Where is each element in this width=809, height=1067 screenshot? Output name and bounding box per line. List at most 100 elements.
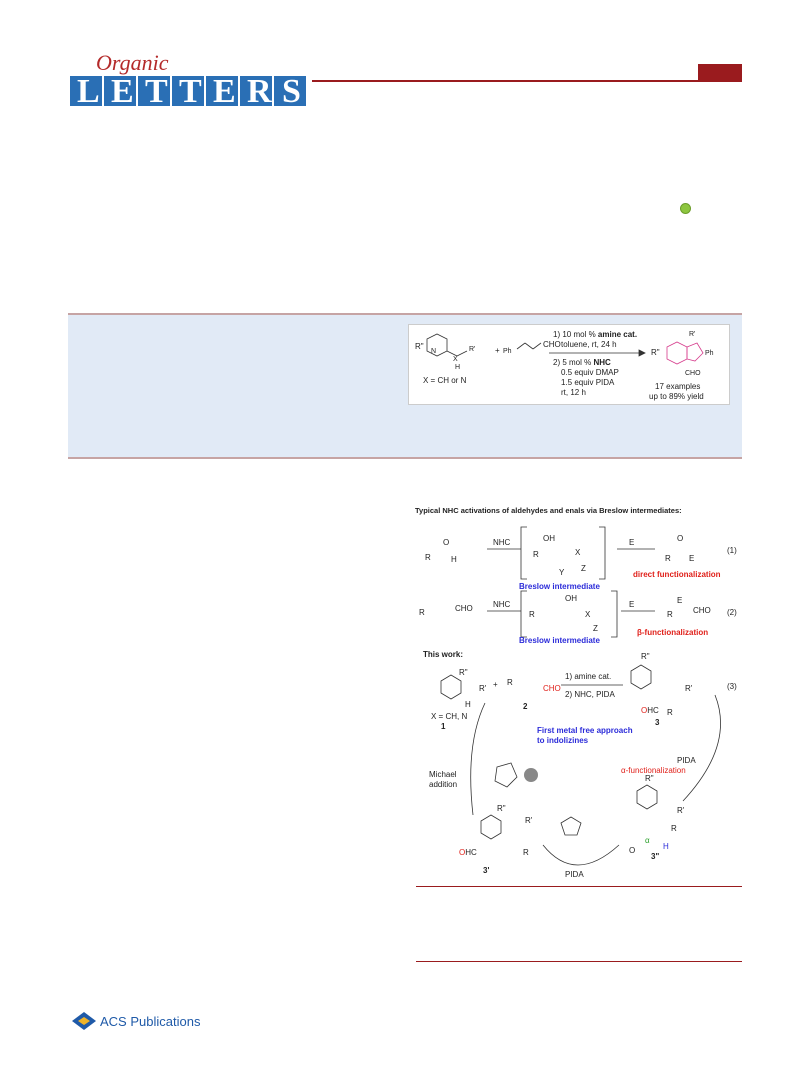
svg-text:R: R xyxy=(247,73,272,108)
svg-text:R": R" xyxy=(641,652,650,661)
svg-text:R': R' xyxy=(469,346,475,353)
svg-text:Breslow intermediate: Breslow intermediate xyxy=(519,636,600,645)
svg-text:toluene, rt, 24 h: toluene, rt, 24 h xyxy=(561,340,617,349)
svg-text:PIDA: PIDA xyxy=(565,870,584,879)
svg-text:Ph: Ph xyxy=(503,348,512,355)
svg-text:R': R' xyxy=(525,816,533,825)
svg-text:O: O xyxy=(629,846,635,855)
svg-text:1: 1 xyxy=(441,722,446,731)
svg-text:X = CH, N: X = CH, N xyxy=(431,712,467,721)
svg-text:R: R xyxy=(425,553,431,562)
svg-text:T: T xyxy=(179,73,202,108)
svg-text:(1): (1) xyxy=(727,546,737,555)
svg-text:R": R" xyxy=(651,348,660,357)
svg-text:Ph: Ph xyxy=(705,350,714,357)
svg-text:R: R xyxy=(523,848,529,857)
svg-text:Z: Z xyxy=(593,624,598,633)
svg-text:17 examples: 17 examples xyxy=(655,382,700,391)
svg-text:R: R xyxy=(533,550,539,559)
scheme-title: Typical NHC activations of aldehydes and… xyxy=(415,506,682,515)
svg-text:(3): (3) xyxy=(727,682,737,691)
svg-text:+: + xyxy=(495,346,500,355)
acs-publications-logo: ACS Publications xyxy=(72,1012,200,1030)
svg-text:R": R" xyxy=(415,342,424,351)
svg-text:1) 10 mol % amine cat.: 1) 10 mol % amine cat. xyxy=(553,330,637,339)
svg-text:H: H xyxy=(451,555,457,564)
svg-text:E: E xyxy=(111,73,134,108)
scheme-rule-bottom xyxy=(416,961,742,962)
svg-text:R: R xyxy=(529,610,535,619)
svg-text:NHC: NHC xyxy=(493,600,511,609)
svg-text:CHO: CHO xyxy=(455,604,473,613)
svg-text:R": R" xyxy=(497,804,506,813)
svg-text:up to 89% yield: up to 89% yield xyxy=(649,392,704,401)
svg-text:H: H xyxy=(663,842,669,851)
svg-text:CHO: CHO xyxy=(543,684,561,693)
svg-text:Breslow intermediate: Breslow intermediate xyxy=(519,582,600,591)
svg-text:O: O xyxy=(677,534,683,543)
svg-text:R': R' xyxy=(479,684,487,693)
svg-text:direct functionalization: direct functionalization xyxy=(633,570,721,579)
logo-organic: Organic xyxy=(96,52,169,75)
svg-text:R': R' xyxy=(685,684,693,693)
svg-text:R': R' xyxy=(677,806,685,815)
svg-text:1) amine cat.: 1) amine cat. xyxy=(565,672,611,681)
svg-text:L: L xyxy=(77,73,100,108)
svg-text:NHC: NHC xyxy=(493,538,511,547)
svg-text:3: 3 xyxy=(655,718,660,727)
svg-text:α-functionalization: α-functionalization xyxy=(621,766,686,775)
svg-text:OH: OH xyxy=(543,534,555,543)
svg-text:Michael: Michael xyxy=(429,770,457,779)
svg-text:OHC: OHC xyxy=(641,706,659,715)
svg-text:R: R xyxy=(671,824,677,833)
svg-text:S: S xyxy=(282,73,301,108)
svg-text:to indolizines: to indolizines xyxy=(537,736,589,745)
svg-text:ACS Publications: ACS Publications xyxy=(100,1014,200,1029)
journal-logo: Organic L E T T E R S xyxy=(70,52,306,108)
svg-text:CHO: CHO xyxy=(543,340,561,349)
svg-text:CHO: CHO xyxy=(693,606,711,615)
svg-text:R": R" xyxy=(459,668,468,677)
svg-text:β-functionalization: β-functionalization xyxy=(637,628,708,637)
svg-text:2: 2 xyxy=(523,702,528,711)
svg-text:α: α xyxy=(645,836,650,845)
svg-text:(2): (2) xyxy=(727,608,737,617)
svg-text:PIDA: PIDA xyxy=(677,756,696,765)
svg-text:2) 5 mol % NHC: 2) 5 mol % NHC xyxy=(553,358,611,367)
header-tab xyxy=(698,64,742,81)
svg-text:E: E xyxy=(629,538,634,547)
reaction-scheme: Typical NHC activations of aldehydes and… xyxy=(415,506,737,879)
svg-text:X: X xyxy=(585,610,591,619)
svg-text:X: X xyxy=(453,356,458,363)
svg-text:OH: OH xyxy=(565,594,577,603)
svg-text:3": 3" xyxy=(651,852,659,861)
svg-text:First metal free approach: First metal free approach xyxy=(537,726,633,735)
svg-text:R: R xyxy=(419,608,425,617)
svg-text:Y: Y xyxy=(559,568,565,577)
toc-graphic: R" N XR'H + Ph CHO X = CH or N 1) 10 mol… xyxy=(408,324,730,405)
svg-text:rt, 12 h: rt, 12 h xyxy=(561,388,586,397)
svg-text:0.5 equiv DMAP: 0.5 equiv DMAP xyxy=(561,368,619,377)
svg-text:E: E xyxy=(629,600,634,609)
svg-text:N: N xyxy=(431,348,436,355)
svg-text:R: R xyxy=(665,554,671,563)
svg-text:R: R xyxy=(667,610,673,619)
svg-text:CHO: CHO xyxy=(685,370,701,377)
header-rule xyxy=(312,80,742,82)
svg-text:This work:: This work: xyxy=(423,650,463,659)
svg-text:2) NHC, PIDA: 2) NHC, PIDA xyxy=(565,690,615,699)
svg-text:E: E xyxy=(677,596,682,605)
svg-text:+: + xyxy=(493,680,498,689)
svg-text:E: E xyxy=(213,73,236,108)
supporting-info-icon[interactable] xyxy=(680,203,691,214)
svg-text:T: T xyxy=(145,73,168,108)
svg-text:Z: Z xyxy=(581,564,586,573)
svg-text:O: O xyxy=(443,538,449,547)
svg-text:H: H xyxy=(465,700,471,709)
svg-text:R': R' xyxy=(689,331,695,338)
svg-text:OHC: OHC xyxy=(459,848,477,857)
svg-text:addition: addition xyxy=(429,780,457,789)
svg-text:R: R xyxy=(667,708,673,717)
svg-text:R: R xyxy=(507,678,513,687)
scheme-rule-top xyxy=(416,886,742,887)
